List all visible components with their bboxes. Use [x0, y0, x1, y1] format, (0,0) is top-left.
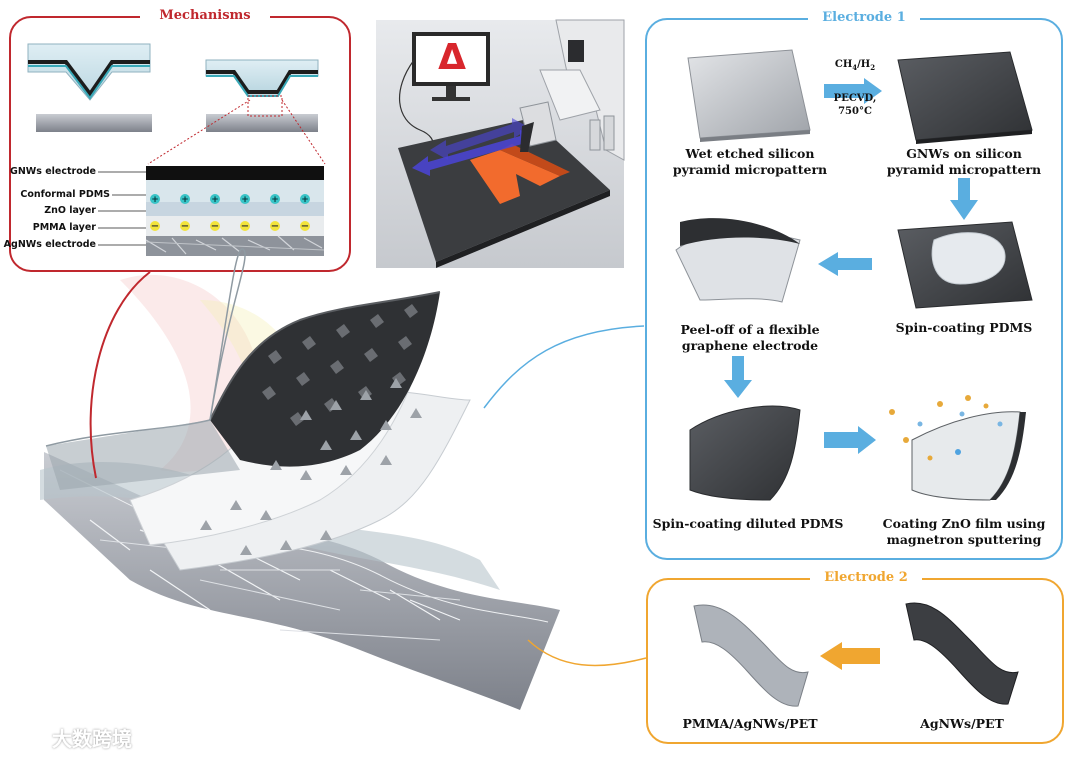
step-coating-zno: Coating ZnO film using magnetron sputter… [882, 516, 1046, 547]
mechanisms-connector [89, 271, 151, 479]
electrode1-flow-arrows [724, 78, 978, 454]
svg-text:+: + [211, 195, 219, 205]
svg-text:−: − [151, 221, 159, 232]
step-gnws-on-silicon: GNWs on silicon pyramid micropattern [886, 146, 1042, 177]
spin-coating-diluted-pdms-image [689, 405, 801, 501]
coating-zno-image [889, 395, 1026, 501]
layer-label-pmma: PMMA layer [32, 222, 96, 233]
pmma-agnws-pet-label: PMMA/AgNWs/PET [682, 716, 818, 731]
electrode1-title: Electrode 1 [808, 10, 920, 26]
flexible-device-illustration [40, 248, 560, 710]
watermark-logo-icon [13, 728, 40, 749]
process-temperature: 750°C [838, 106, 872, 117]
svg-text:+: + [301, 195, 309, 205]
step-spin-coating-diluted-pdms: Spin-coating diluted PDMS [652, 516, 844, 531]
pressed-pyramid-left [27, 43, 152, 132]
svg-text:−: − [211, 221, 219, 232]
svg-text:+: + [181, 195, 189, 205]
process-method: PECVD, [833, 93, 877, 104]
robot-touch-scene [376, 19, 625, 268]
wet-etched-silicon-image [687, 49, 811, 142]
step-wet-etched-silicon: Wet etched silicon pyramid micropattern [672, 146, 828, 177]
svg-text:−: − [241, 221, 249, 232]
positive-charges: + + + + + + [150, 194, 310, 205]
svg-text:−: − [181, 221, 189, 232]
layer-label-gnws: GNWs electrode [10, 166, 96, 177]
step-peel-off: Peel-off of a flexible graphene electrod… [680, 322, 820, 353]
layer-stack [145, 166, 325, 256]
layer-labels: GNWs electrode Conformal PDMS ZnO layer … [4, 164, 110, 256]
gas-formula: CH4/H2 [834, 59, 876, 72]
pressed-pyramid-right [205, 59, 319, 132]
svg-text:+: + [271, 195, 279, 205]
gnws-silicon-image [897, 51, 1033, 144]
electrode2-title: Electrode 2 [810, 570, 922, 586]
svg-text:+: + [151, 195, 159, 205]
layer-leader-lines [98, 171, 146, 246]
step-spin-coating-pdms: Spin-coating PDMS [895, 320, 1033, 335]
layer-label-agnws: AgNWs electrode [3, 239, 96, 250]
peel-off-image [675, 218, 801, 303]
mechanisms-title: Mechanisms [140, 8, 270, 24]
monitor-delta-symbol: Δ [438, 37, 466, 78]
svg-text:−: − [271, 221, 279, 232]
agnws-pet-label: AgNWs/PET [920, 716, 1004, 731]
negative-charges: − − − − − − [150, 221, 310, 232]
svg-text:−: − [301, 221, 309, 232]
spin-coating-pdms-image [897, 221, 1033, 309]
layer-label-pdms: Conformal PDMS [20, 189, 110, 200]
watermark-text: 大数跨境 [52, 727, 132, 751]
electrode1-connector [483, 325, 645, 409]
electrode2-flow-arrow [820, 642, 880, 670]
svg-text:+: + [241, 195, 249, 205]
pmma-agnws-pet-image [693, 604, 809, 707]
electrode2-connector [527, 639, 647, 667]
process-conditions: CH4/H2 PECVD, 750°C [820, 58, 890, 118]
layer-label-zno: ZnO layer [44, 205, 96, 216]
agnws-pet-image [905, 602, 1019, 705]
